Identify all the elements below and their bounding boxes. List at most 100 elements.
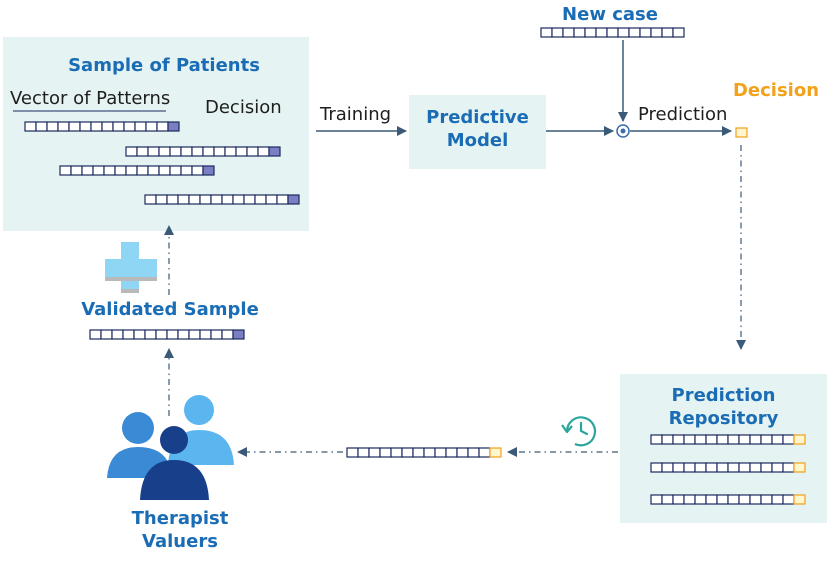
pattern-cell: [221, 329, 234, 340]
pattern-cell: [180, 165, 193, 176]
validated-sample-title: Validated Sample: [81, 299, 259, 320]
pattern-cell: [562, 27, 575, 38]
plus-cross-icon: [105, 242, 157, 293]
pattern-cell: [112, 121, 125, 132]
pattern-cell: [727, 434, 740, 445]
clock-history-icon: [561, 416, 597, 447]
pattern-cell: [191, 165, 204, 176]
pattern-cell: [683, 462, 696, 473]
repository-vector-1: [650, 434, 806, 445]
validated-sample-vector: [89, 329, 245, 340]
pattern-cell: [694, 462, 707, 473]
decision-cell: [489, 447, 502, 458]
pattern-cell: [573, 27, 586, 38]
pattern-cell: [639, 27, 652, 38]
pattern-cell: [412, 447, 425, 458]
pattern-cell: [705, 494, 718, 505]
pattern-cell: [144, 329, 157, 340]
pattern-cell: [672, 462, 685, 473]
pattern-cell: [694, 494, 707, 505]
people-group-icon: [107, 395, 234, 500]
pattern-cell: [70, 165, 83, 176]
pattern-cell: [177, 329, 190, 340]
pattern-cell: [672, 434, 685, 445]
pattern-cell: [661, 434, 674, 445]
pattern-cell: [136, 146, 149, 157]
decision-title: Decision: [732, 80, 820, 101]
predictive-model-title-line1: Predictive: [426, 107, 529, 128]
decision-cell: [793, 462, 806, 473]
sample-of-patients-title: Sample of Patients: [68, 55, 260, 76]
pattern-cell: [716, 494, 729, 505]
pattern-cell: [606, 27, 619, 38]
pattern-cell: [727, 462, 740, 473]
therapist-valuers-title-line1: Therapist: [131, 508, 229, 529]
pattern-cell: [357, 447, 370, 458]
pattern-cell: [445, 447, 458, 458]
decision-cell: [735, 127, 748, 138]
pattern-cell: [760, 434, 773, 445]
pattern-cell: [771, 434, 784, 445]
pattern-cell: [257, 146, 270, 157]
pattern-cell: [379, 447, 392, 458]
pattern-cell: [738, 462, 751, 473]
pattern-cell: [156, 121, 169, 132]
pattern-cell: [133, 329, 146, 340]
decision-column-label: Decision: [205, 97, 282, 118]
pattern-cell: [683, 494, 696, 505]
pattern-cell: [103, 165, 116, 176]
pattern-cell: [101, 121, 114, 132]
pattern-vectors: [24, 27, 806, 505]
pattern-cell: [346, 447, 359, 458]
pattern-cell: [749, 462, 762, 473]
decision-cell: [232, 329, 245, 340]
pattern-cell: [771, 494, 784, 505]
pattern-cell: [123, 121, 136, 132]
pattern-cell: [199, 329, 212, 340]
pattern-cell: [191, 146, 204, 157]
pattern-cell: [423, 447, 436, 458]
pattern-cell: [199, 194, 212, 205]
pattern-cell: [92, 165, 105, 176]
pattern-cell: [246, 146, 259, 157]
pattern-cell: [155, 194, 168, 205]
decision-cell: [268, 146, 281, 157]
pattern-cell: [661, 494, 674, 505]
pattern-cell: [782, 494, 795, 505]
pattern-cell: [213, 146, 226, 157]
pattern-cell: [177, 194, 190, 205]
pattern-cell: [771, 462, 784, 473]
pattern-cell: [254, 194, 267, 205]
pattern-cell: [136, 165, 149, 176]
predictive-model-panel: [409, 95, 546, 169]
sample-vector-2: [125, 146, 281, 157]
pattern-cell: [672, 494, 685, 505]
pattern-cell: [24, 121, 37, 132]
pattern-cell: [390, 447, 403, 458]
pattern-cell: [434, 447, 447, 458]
pattern-cell: [661, 27, 674, 38]
repository-vector-3: [650, 494, 806, 505]
pattern-cell: [683, 434, 696, 445]
pattern-cell: [114, 165, 127, 176]
pattern-cell: [760, 494, 773, 505]
pattern-cell: [122, 329, 135, 340]
pattern-cell: [738, 434, 751, 445]
prediction-repository-title-line1: Prediction: [671, 385, 776, 406]
pattern-cell: [158, 146, 171, 157]
pattern-cell: [81, 165, 94, 176]
pattern-cell: [749, 494, 762, 505]
pattern-cell: [584, 27, 597, 38]
pattern-cell: [368, 447, 381, 458]
decision-cell: [202, 165, 215, 176]
pattern-cell: [478, 447, 491, 458]
pattern-cell: [276, 194, 289, 205]
pattern-cell: [705, 462, 718, 473]
pattern-cell: [134, 121, 147, 132]
pattern-cell: [221, 194, 234, 205]
pattern-cell: [188, 194, 201, 205]
pattern-cell: [467, 447, 480, 458]
pattern-cell: [401, 447, 414, 458]
pattern-cell: [59, 165, 72, 176]
